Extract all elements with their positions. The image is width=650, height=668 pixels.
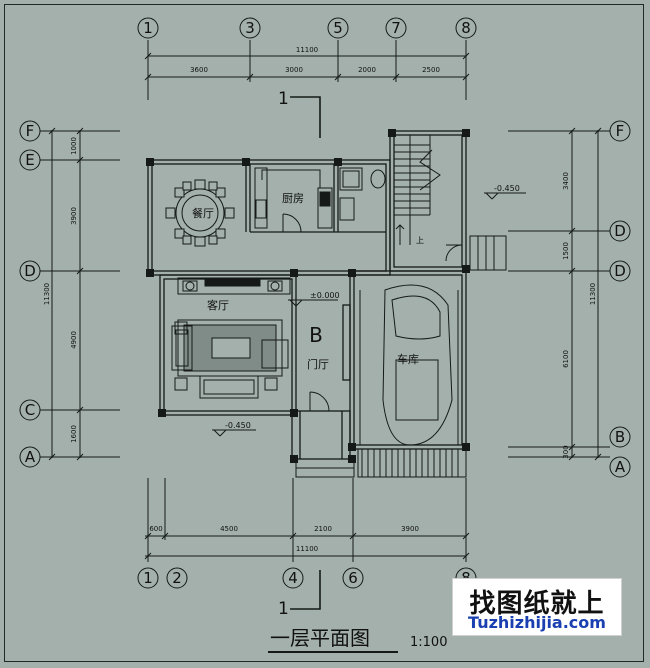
dim-right-seg-1: 3400	[562, 172, 570, 190]
annotations: B ±0.000 -0.450 -0.450 上 1 1 一层平面图 1:100	[225, 89, 520, 650]
dim-right-total: 11300	[589, 283, 597, 305]
axis-labels-bottom: 1 2 4 6 8	[143, 569, 471, 587]
axis-labels-right: F D D B A	[614, 122, 626, 476]
bottom-dimension-lines	[144, 478, 470, 562]
drawing-scale: 1:100	[410, 635, 447, 650]
walls	[147, 130, 467, 460]
axis-bottom-3: 4	[288, 569, 298, 587]
axis-left-3: D	[24, 262, 36, 280]
watermark-logo: 找图纸就上 Tuzhizhijia.com	[452, 578, 622, 636]
dim-top-total: 11100	[296, 46, 318, 54]
dim-top-seg-2: 3000	[285, 66, 303, 74]
watermark-cn-text: 找图纸就上	[469, 589, 605, 619]
axis-bottom-2: 2	[172, 569, 182, 587]
axis-top-3: 5	[333, 19, 343, 37]
axis-left-4: C	[25, 401, 35, 419]
dimension-text-right: 3400 1500 6100 300 11300	[562, 172, 597, 459]
room-garage: 车库	[397, 352, 419, 366]
axis-top-5: 8	[461, 19, 471, 37]
living-room-furniture	[171, 277, 291, 399]
dim-bottom-seg-1: 600	[149, 525, 162, 533]
dim-bottom-seg-3: 2100	[314, 525, 332, 533]
dim-right-seg-4: 300	[562, 445, 570, 458]
columns	[146, 129, 470, 463]
axis-top-4: 7	[391, 19, 401, 37]
axis-bottom-4: 6	[348, 569, 358, 587]
section-mark-bottom: 1	[278, 599, 289, 619]
axis-left-5: A	[25, 448, 36, 466]
axis-right-2: D	[614, 222, 626, 240]
dim-left-seg-4: 1600	[70, 425, 78, 443]
axis-bottom-1: 1	[143, 569, 153, 587]
axis-right-3: D	[614, 262, 626, 280]
stairs	[394, 135, 463, 262]
axis-left-1: F	[26, 122, 35, 140]
section-mark-top: 1	[278, 89, 289, 109]
dim-right-seg-2: 1500	[562, 242, 570, 260]
section-marks	[290, 96, 321, 610]
dim-left-seg-2: 3900	[70, 207, 78, 225]
room-labels: 餐厅 厨房 客厅 门厅 车库	[192, 192, 419, 371]
elevation-markers	[212, 192, 526, 437]
elevation-outside-left: -0.450	[225, 421, 251, 430]
dim-bottom-seg-4: 3900	[401, 525, 419, 533]
dim-left-seg-3: 4900	[70, 331, 78, 349]
axis-right-1: F	[616, 122, 625, 140]
dim-left-total: 11300	[43, 283, 51, 305]
axis-top-2: 3	[245, 19, 255, 37]
room-foyer: 门厅	[307, 357, 329, 371]
foyer-door	[295, 300, 330, 412]
dimension-text-left: 11300 1000 3900 4900 1600	[43, 137, 78, 443]
dimension-text-bottom: 600 4500 2100 3900 11100	[149, 525, 419, 553]
watermark-url-text: Tuzhizhijia.com	[468, 613, 606, 632]
garage-ramp	[357, 448, 467, 478]
dim-left-seg-1: 1000	[70, 137, 78, 155]
dim-bottom-seg-2: 4500	[220, 525, 238, 533]
exterior-steps	[469, 235, 507, 271]
room-dining: 餐厅	[192, 206, 214, 220]
axis-labels-top: 1 3 5 7 8	[143, 19, 471, 37]
kitchen-fixtures	[254, 167, 386, 233]
elevation-main: ±0.000	[310, 291, 340, 300]
dim-bottom-total: 11100	[296, 545, 318, 553]
elevation-outside-right: -0.450	[494, 184, 520, 193]
axis-left-2: E	[25, 151, 34, 169]
dim-top-seg-4: 2500	[422, 66, 440, 74]
dim-top-seg-1: 3600	[190, 66, 208, 74]
dim-right-seg-3: 6100	[562, 350, 570, 368]
entrance-steps	[295, 458, 355, 478]
drawing-title: 一层平面图	[270, 626, 370, 650]
zone-letter: B	[309, 323, 323, 347]
dim-top-seg-3: 2000	[358, 66, 376, 74]
axis-labels-left: F E D C A	[24, 122, 36, 466]
axis-top-1: 1	[143, 19, 153, 37]
left-dimension-lines	[40, 127, 120, 461]
top-dimension-lines	[144, 40, 470, 100]
axis-right-4: B	[615, 428, 625, 446]
dining-table-set	[165, 179, 235, 247]
axis-bubbles	[19, 17, 631, 589]
room-living: 客厅	[207, 298, 229, 312]
axis-right-5: A	[615, 458, 626, 476]
stair-up-label: 上	[416, 236, 424, 245]
right-dimension-lines	[508, 127, 610, 461]
room-kitchen: 厨房	[282, 192, 304, 205]
dimension-text-top: 11100 3600 3000 2000 2500	[190, 46, 440, 74]
garage-car	[359, 284, 459, 446]
